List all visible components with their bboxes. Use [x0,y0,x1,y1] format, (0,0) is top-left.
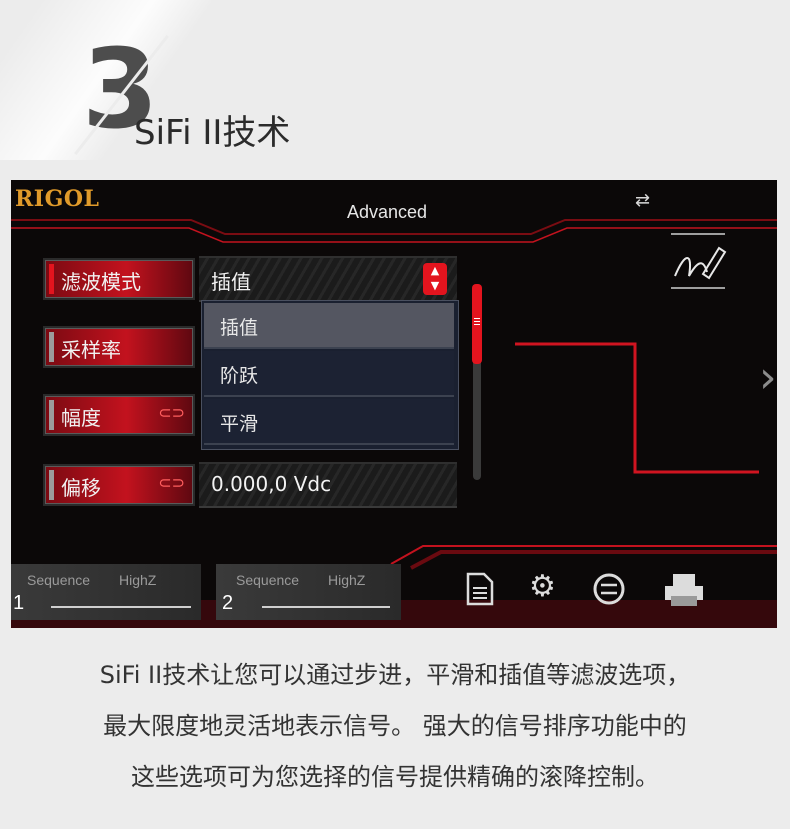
channel-number: 2 [222,592,234,614]
link-icon[interactable]: ⊂⊃ [158,473,185,492]
link-icon[interactable]: ⊂⊃ [158,403,185,422]
active-marker [49,264,54,294]
channel-number: 1 [13,592,25,614]
device-screen: RIGOL Advanced ⇄ › 滤波模式 插值 ▲▼ 采样率 幅度 ⊂⊃ … [11,180,777,628]
param-label: 采样率 [61,338,121,362]
scrollbar-track[interactable] [473,284,481,480]
dropdown-option[interactable]: 插值 [204,303,454,349]
param-sample-rate[interactable]: 采样率 [43,326,195,368]
channel-waveform-line [51,606,191,608]
channel-impedance: HighZ [119,572,157,588]
document-icon[interactable] [465,572,495,612]
printer-icon[interactable] [663,572,705,614]
offset-value: 0.000,0 Vdc [211,472,332,496]
param-amplitude[interactable]: 幅度 ⊂⊃ [43,394,195,436]
param-offset[interactable]: 偏移 ⊂⊃ [43,464,195,506]
param-filter-mode[interactable]: 滤波模式 [43,258,195,300]
header-highlight [0,0,400,160]
dropdown-option[interactable]: 阶跃 [204,351,454,397]
caption-line: 这些选项可为您选择的信号提供精确的滚降控制。 [131,763,659,791]
channel-impedance: HighZ [328,572,366,588]
arrows-exchange-icon[interactable]: ⇄ [635,190,651,211]
filter-mode-dropdown: 插值 阶跃 平滑 [201,300,459,450]
brand-logo: RIGOL [15,186,100,212]
section-title: SiFi II技术 [134,113,291,153]
sync-icon[interactable] [591,572,627,612]
filter-mode-select[interactable]: 插值 ▲▼ [199,256,457,302]
param-label: 偏移 [61,476,101,500]
channel-1-tab[interactable]: Sequence HighZ 1 [11,564,201,620]
channel-mode: Sequence [236,572,300,588]
channel-2-tab[interactable]: Sequence HighZ 2 [216,564,401,620]
screen-title: Advanced [347,202,428,222]
up-down-spinner-icon[interactable]: ▲▼ [423,263,447,295]
gear-icon[interactable]: ⚙ [529,569,556,604]
chevron-right-icon[interactable]: › [759,352,777,403]
pencil-edit-icon[interactable] [667,232,729,290]
scrollbar-grip [474,318,480,319]
inactive-marker [49,332,54,362]
channel-waveform-line [262,606,390,608]
inactive-marker [49,470,54,500]
param-label: 幅度 [61,406,101,430]
channel-mode: Sequence [27,572,91,588]
caption-line: 最大限度地灵活地表示信号。 强大的信号排序功能中的 [103,712,687,740]
filter-mode-value: 插值 [211,270,251,294]
offset-field[interactable]: 0.000,0 Vdc [199,462,457,508]
dropdown-option[interactable]: 平滑 [204,399,454,445]
param-label: 滤波模式 [61,270,141,294]
scrollbar-thumb[interactable] [472,284,482,364]
inactive-marker [49,400,54,430]
caption-line: SiFi II技术让您可以通过步进，平滑和插值等滤波选项， [99,661,691,689]
